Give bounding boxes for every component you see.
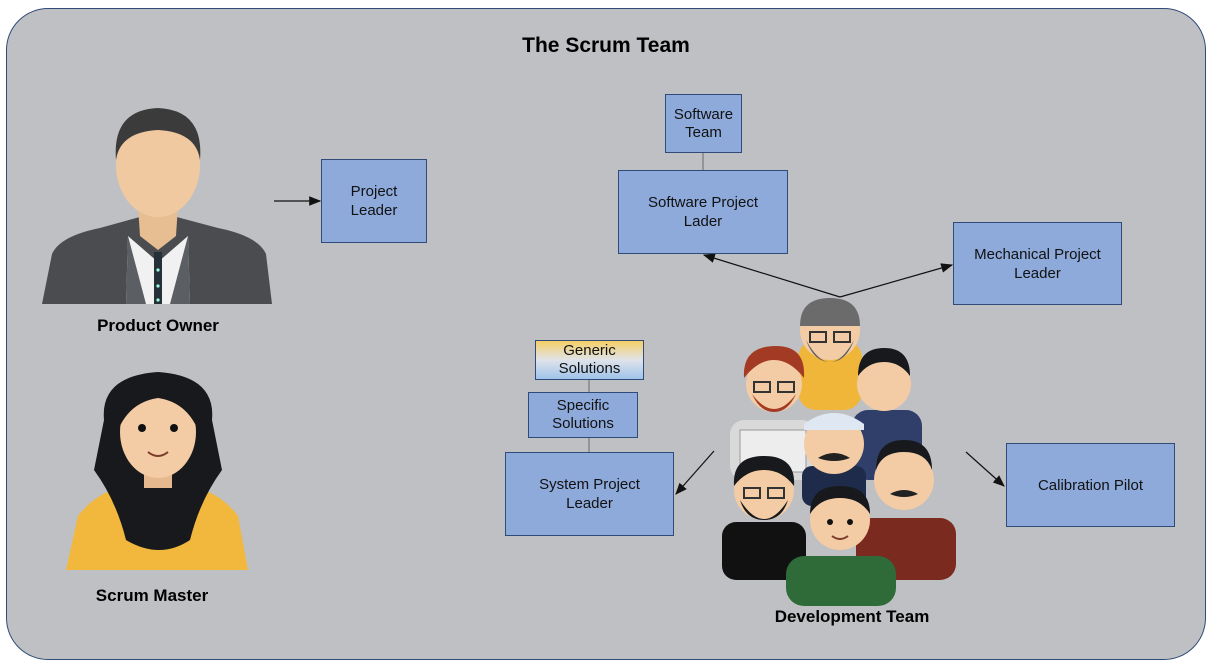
- system-project-leader-box: System Project Leader: [505, 452, 674, 536]
- arrow-to-calibration-pilot: [965, 451, 1005, 487]
- scrum-master-label: Scrum Master: [95, 586, 209, 605]
- mechanical-project-leader-box: Mechanical Project Leader: [953, 222, 1122, 305]
- diagram-title: The Scrum Team: [522, 34, 690, 57]
- development-team-label: Development Team: [774, 607, 930, 626]
- product-owner-avatar-icon: [42, 108, 272, 304]
- development-team-avatars-icon: [722, 298, 956, 606]
- specific-solutions-box: Specific Solutions: [528, 392, 638, 438]
- software-project-leader-box: Software Project Lader: [618, 170, 788, 254]
- scrum-master-avatar-icon: [66, 372, 248, 570]
- generic-solutions-box: Generic Solutions: [535, 340, 644, 380]
- arrow-to-system-project-leader: [675, 450, 715, 495]
- connectors: [274, 153, 1005, 495]
- arrow-to-mechanical-project-leader: [839, 263, 954, 298]
- product-owner-label: Product Owner: [97, 316, 219, 335]
- software-team-box: Software Team: [665, 94, 742, 153]
- arrow-to-software-project-leader: [702, 253, 841, 298]
- project-leader-box: Project Leader: [321, 159, 427, 243]
- calibration-pilot-box: Calibration Pilot: [1006, 443, 1175, 527]
